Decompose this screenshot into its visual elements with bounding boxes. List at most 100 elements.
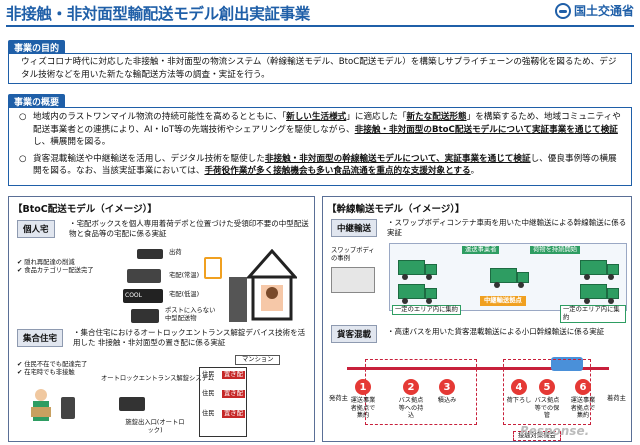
truck-icon <box>580 260 620 280</box>
delivery-truck-icon <box>137 249 163 259</box>
stop-label-3: 積込み <box>437 397 457 404</box>
overview-item-1: ○ 地域内のラストワンマイル物流の持続可能性を高めるとともに、「新しい生活様式」… <box>19 111 623 149</box>
bullet-text: 隠れ再配達の削減 <box>24 259 75 266</box>
trunk-title: 【幹線輸送モデル（イメージ）】 <box>327 204 465 215</box>
package-icon <box>131 309 159 323</box>
mixed-desc: ・高速バスを用いた貨客混載輸送による小口幹線輸送に係る実証 <box>387 327 605 336</box>
bus-icon <box>551 357 583 371</box>
overview-text: 貨客混載輸送や中継輸送を活用し、デジタル技術を駆使した <box>33 153 265 164</box>
stop-label-2: バス拠点等への持込 <box>398 397 424 419</box>
box-label: 置き配 <box>222 390 245 398</box>
collective-tag: 集合住宅 <box>17 329 64 347</box>
swap-body-photo <box>331 267 375 293</box>
individual-bullets: ✔ 隠れ再配達の削減 ✔ 食品カテゴリー配送完了 <box>17 259 112 275</box>
house-icon <box>245 248 299 321</box>
bullet-text: 住民不在でも配達完了 <box>24 361 88 368</box>
bullet-circle-icon: ○ <box>19 153 27 164</box>
relay-diagram: 運送事業者 荷物を持続開始 中継輸送拠点 一定のエリア内に集約 一定のエリア内に… <box>389 243 627 323</box>
watermark: Response. <box>520 424 590 438</box>
overview-item-2: ○ 貨客混載輸送や中継輸送を活用し、デジタル技術を駆使した非接触・非対面型の幹線… <box>19 153 623 178</box>
start-label: 発荷主 <box>329 395 348 402</box>
overview-emph: 手荷役作業が多く接触機会も多い食品流通を重点的な支援対象とする <box>204 166 471 176</box>
ministry-logo: 国土交通省 <box>554 2 634 19</box>
stop-number-5: 5 <box>539 379 555 395</box>
relay-desc: ・スワップボディコンテナ車両を用いた中継輸送による幹線輸送に係る実証 <box>387 218 627 237</box>
bullet-circle-icon: ○ <box>19 112 27 122</box>
bullet-text: 食品カテゴリー配送完了 <box>24 267 94 274</box>
title-rule <box>6 25 634 27</box>
stop-number-6: 6 <box>575 379 591 395</box>
btoc-panel: 【BtoC配送モデル（イメージ）】 個人宅 ・宅配ボックスを個人専用着荷デポと位… <box>8 196 315 442</box>
label-ship: 出荷 <box>169 249 182 256</box>
overview-box: ○ 地域内のラストワンマイル物流の持続可能性を高めるとともに、「新しい生活様式」… <box>8 107 632 186</box>
bullet-text: 在宅時でも非接触 <box>24 369 75 376</box>
stop-label-4: 荷下ろし <box>506 397 532 404</box>
area-label: 一定のエリア内に集約 <box>392 305 461 315</box>
resident-label: 住民 <box>202 410 215 417</box>
individual-bullet: ✔ 隠れ再配達の削減 <box>17 259 75 266</box>
mixed-tag: 貨客混載 <box>331 325 378 343</box>
delivery-truck-icon <box>127 269 161 283</box>
delivery-box-icon <box>229 277 247 322</box>
collective-bullet: ✔ 住民不在でも配達完了 <box>17 361 88 368</box>
stop-label-1: 運送事業者拠点で集約 <box>350 397 376 419</box>
smartphone-icon <box>204 257 222 279</box>
ministry-emblem-icon <box>554 2 571 19</box>
overview-text: 」を構築するため、地域コミュニティや配送事業者との連携により、AI・IoT等の先… <box>33 112 621 135</box>
individual-bullet: ✔ 食品カテゴリー配送完了 <box>17 267 94 274</box>
overview-label: 事業の概要 <box>8 94 66 109</box>
purpose-text: ウィズコロナ時代に対応した非接触・非対面型の物流システム（幹線輸送モデル、Bto… <box>21 57 617 80</box>
label-entrance: 施錠出入口(オートロック) <box>125 419 185 434</box>
overview-text: 」に適応した「 <box>346 112 407 122</box>
overview-emph: 非接触・非対面型の幹線輸送モデルについて、実証事業を通じて検証 <box>264 153 531 164</box>
area-label: 一定のエリア内に集約 <box>560 305 626 323</box>
lock-device-icon <box>119 397 145 411</box>
overview-emph: 新しい生活様式 <box>286 112 347 122</box>
relay-box-1: 運送事業者 <box>462 246 500 254</box>
resident-label: 住民 <box>202 371 215 378</box>
stop-number-1: 1 <box>355 379 371 395</box>
relay-base-label: 中継輸送拠点 <box>480 296 526 306</box>
label-system: オートロックエントランス解錠システム <box>101 375 215 382</box>
delivery-person-icon <box>29 387 53 429</box>
legend-label: 接触対策機会 <box>513 431 561 441</box>
truck-icon <box>398 260 438 280</box>
page-title: 非接触・非対面型輸配送モデル創出実証事業 <box>6 5 311 23</box>
stop-label-6: 運送事業者拠点で集約 <box>570 397 596 419</box>
individual-desc: ・宅配ボックスを個人専用着荷デポと位置づけた受領印不要の中型配送物と食品等の宅配… <box>69 219 309 238</box>
purpose-label: 事業の目的 <box>8 40 66 55</box>
collective-bullets: ✔ 住民不在でも配達完了 ✔ 在宅時でも非接触 <box>17 361 102 377</box>
label-swap: スワップボディの事例 <box>331 247 375 262</box>
overview-text: し、横展開を図る。 <box>33 137 111 147</box>
truck-icon <box>398 284 438 304</box>
overview-emph: 非接触・非対面型のBtoC配送モデルについて実証事業を通じて検証 <box>354 124 618 135</box>
smartphone-icon <box>61 397 75 419</box>
overview-text: 地域内のラストワンマイル物流の持続可能性を高めるとともに、「 <box>33 112 287 122</box>
overview-text: 。 <box>470 166 480 176</box>
cool-truck-icon: COOL <box>123 289 163 303</box>
stop-number-4: 4 <box>511 379 527 395</box>
stop-number-3: 3 <box>439 379 455 395</box>
mansion-building: 住民 住民 住民 置き配 置き配 置き配 <box>199 367 247 437</box>
flow-line <box>347 367 609 370</box>
label-cold: 宅配(低温) <box>169 291 200 298</box>
label-post: ポストに入らない中型配送物 <box>165 307 216 322</box>
overview-text: し、優良事例等の横展開を図る。なお、当該実証事業においては、 <box>33 153 617 177</box>
label-mansion: マンション <box>235 355 281 365</box>
truck-icon <box>580 284 620 304</box>
collective-bullet: ✔ 在宅時でも非接触 <box>17 369 75 376</box>
ministry-name: 国土交通省 <box>573 4 634 18</box>
box-label: 置き配 <box>222 410 245 418</box>
overview-emph: 新たな配送形態 <box>406 112 467 122</box>
contact-box-2 <box>503 359 591 425</box>
collective-desc: ・集合住宅におけるオートロックエントランス解錠デバイス技術を活用した 非接触・非… <box>73 328 306 347</box>
stop-label-5: バス拠点等での保管 <box>534 397 560 419</box>
resident-label: 住民 <box>202 390 215 397</box>
btoc-title: 【BtoC配送モデル（イメージ）】 <box>13 204 157 215</box>
label-normal: 宅配(常温) <box>169 272 200 279</box>
trunk-panel: 【幹線輸送モデル（イメージ）】 中継輸送 ・スワップボディコンテナ車両を用いた中… <box>322 196 632 442</box>
box-label: 置き配 <box>222 371 245 379</box>
individual-tag: 個人宅 <box>17 220 55 238</box>
end-label: 着荷主 <box>607 395 626 402</box>
